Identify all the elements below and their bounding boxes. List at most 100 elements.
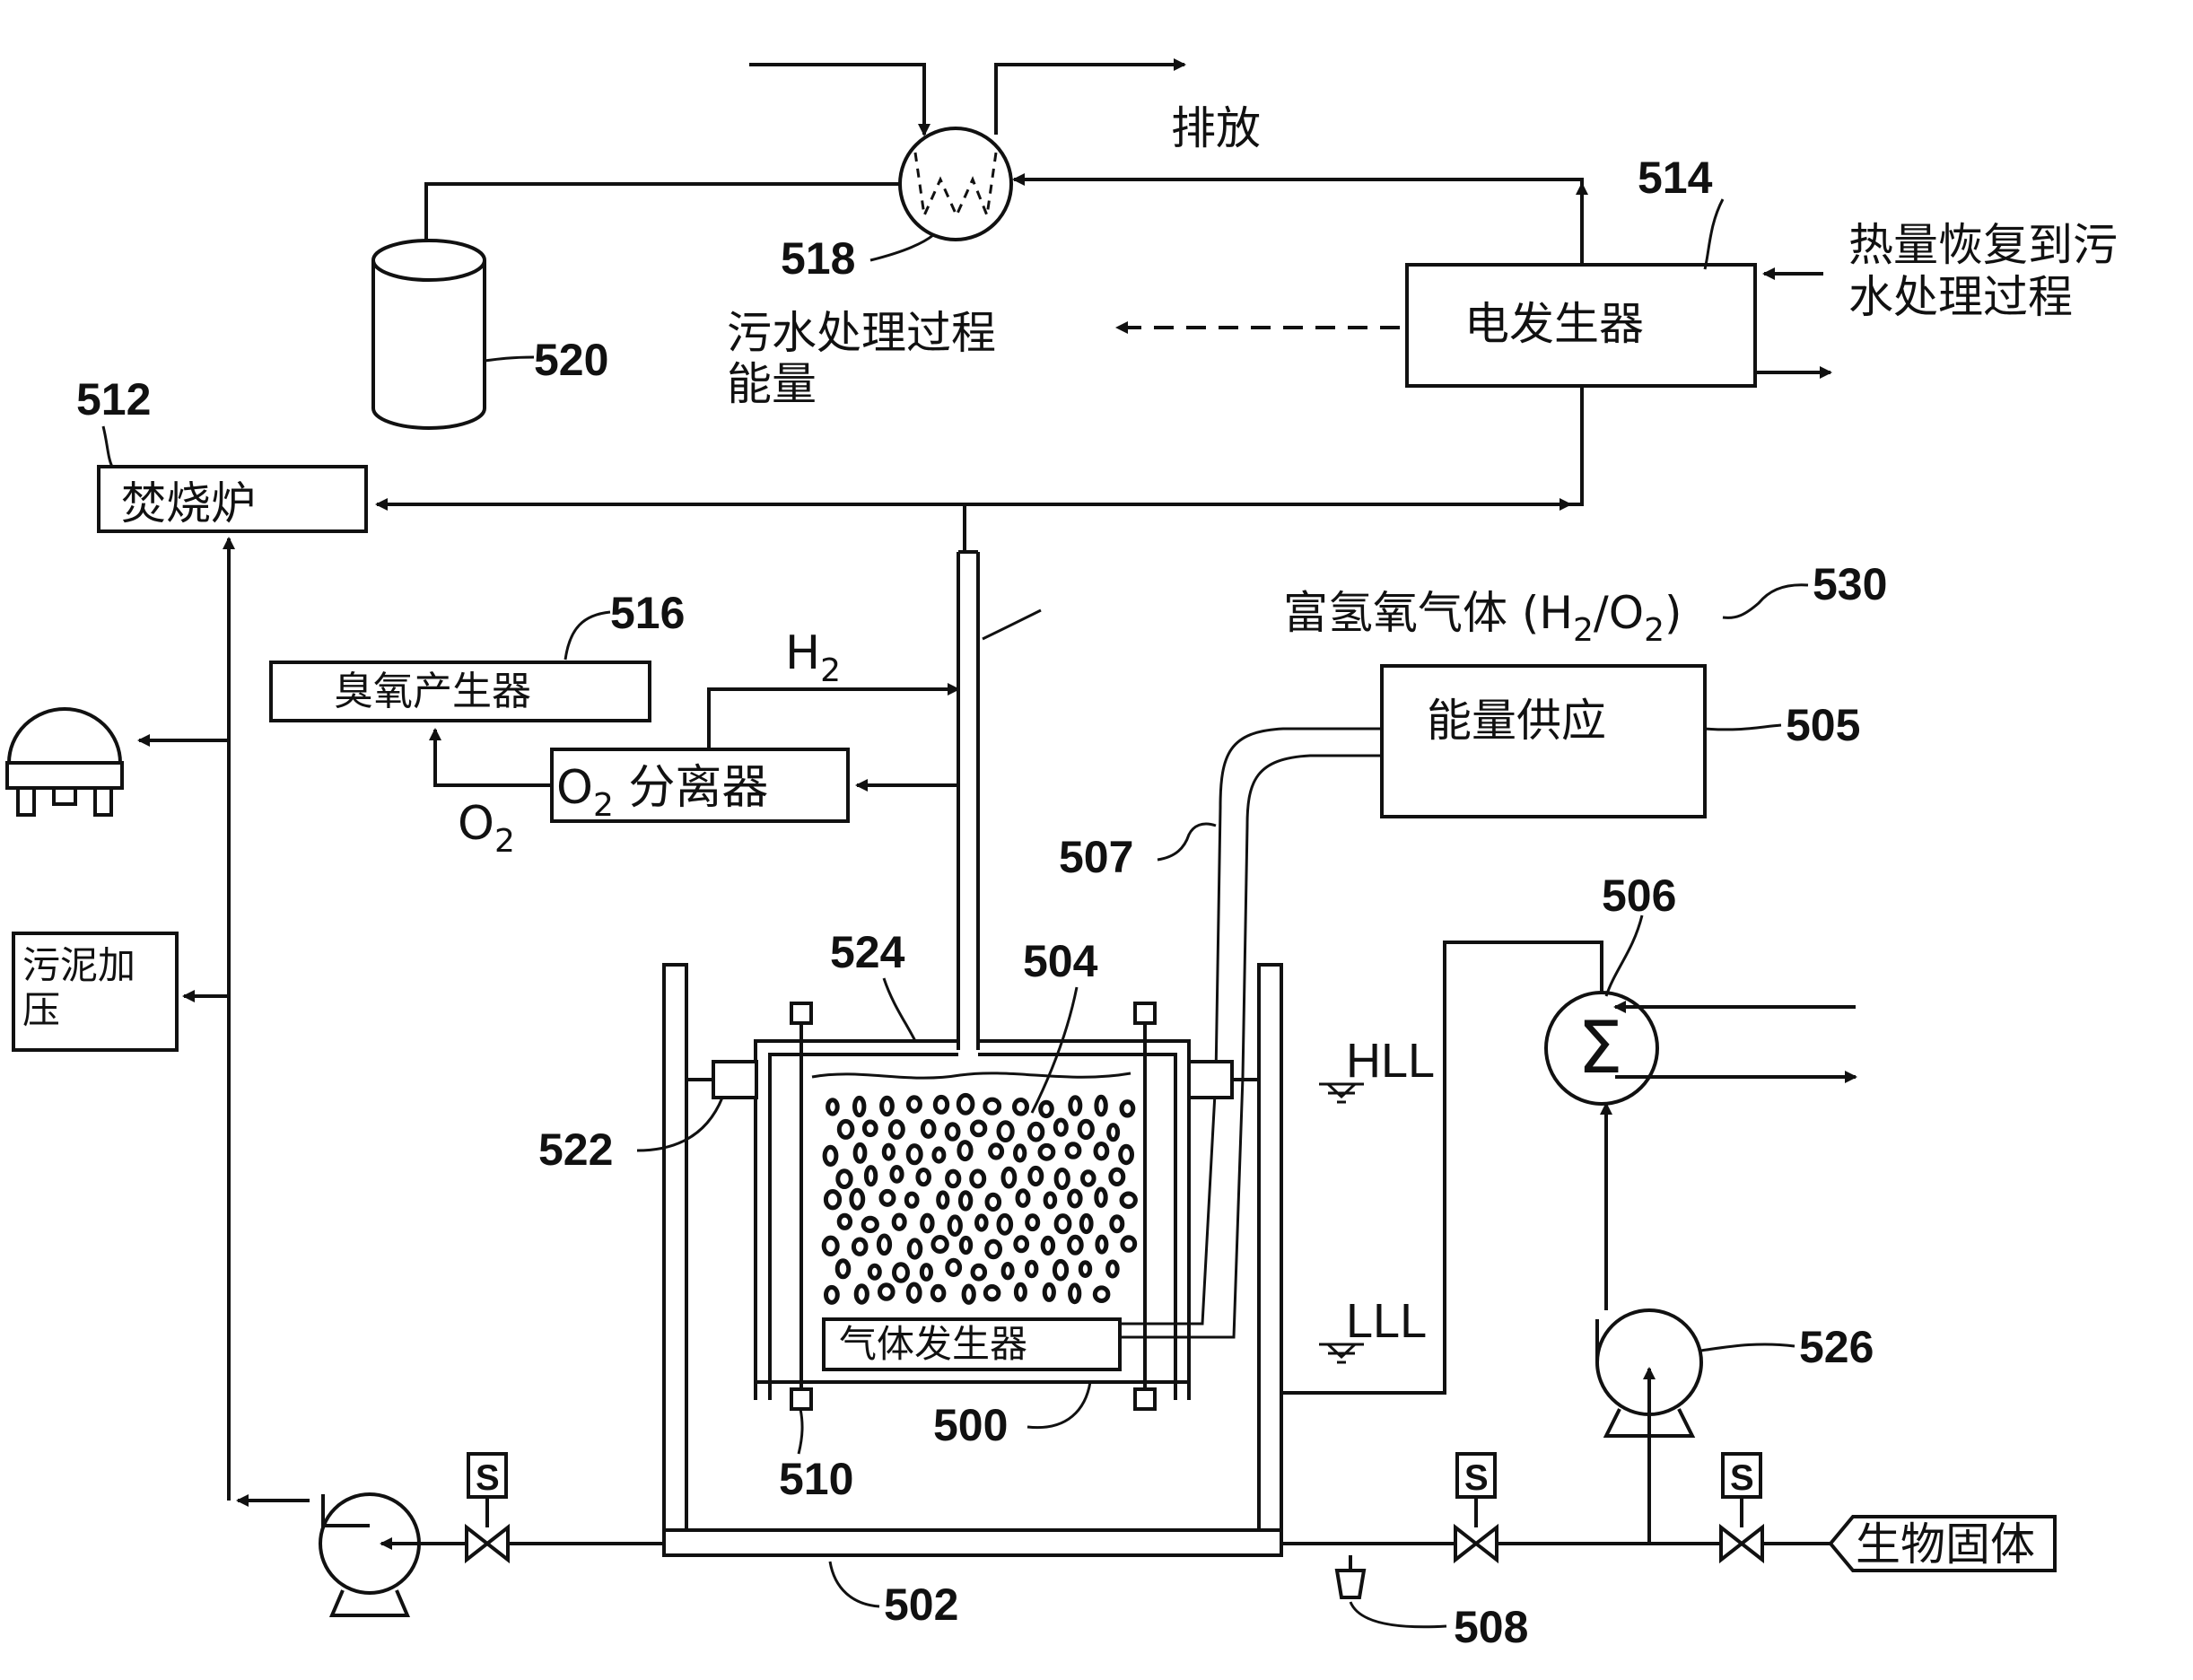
o2-line [429, 728, 552, 787]
ref-510: 510 [779, 1454, 853, 1504]
gas-bubble [1109, 1214, 1125, 1234]
storage-tank-520 [371, 239, 486, 430]
ref-526: 526 [1799, 1322, 1874, 1372]
gas-bubble [931, 1146, 947, 1164]
drain-valve-508 [1334, 1555, 1367, 1599]
gas-bubble [892, 1262, 910, 1283]
svg-text:S: S [1464, 1458, 1489, 1498]
gas-header-to-incinerator [375, 386, 1584, 511]
solenoid-valve-middle: S [1454, 1452, 1498, 1564]
recirculation-return-line [1265, 941, 1603, 1399]
gas-bubble [1067, 1234, 1084, 1256]
gas-bubble [1094, 1094, 1108, 1117]
reactor-riser-pipe [957, 550, 980, 1050]
gas-bubble [836, 1118, 855, 1140]
gas-bubble [1053, 1213, 1072, 1235]
gas-bubble [1040, 1235, 1056, 1256]
gas-bubble [1068, 1282, 1082, 1305]
gas-bubble [863, 1165, 878, 1187]
bubble-field-504 [821, 1092, 1138, 1305]
gas-bubble [930, 1283, 947, 1303]
gas-bubble [824, 1284, 840, 1305]
gas-bubble [919, 1263, 934, 1282]
gas-bubble [920, 1118, 937, 1139]
gas-bubble [1120, 1235, 1138, 1253]
gas-bubble [1000, 1262, 1015, 1281]
gas-bubble [821, 1235, 840, 1257]
line-to-518 [1012, 173, 1584, 265]
ref-500: 500 [933, 1400, 1008, 1450]
sludge-press-box [12, 932, 179, 1052]
electric-generator-label: 电发生器 [1464, 298, 1644, 350]
gas-bubble [1078, 1260, 1093, 1278]
gas-bubble [1012, 1098, 1029, 1116]
gas-bubble [984, 1238, 1002, 1260]
gas-bubble [1053, 1168, 1070, 1190]
gas-bubble [1119, 1191, 1138, 1210]
gas-bubble [905, 1143, 923, 1166]
gas-bubble [823, 1189, 843, 1211]
gas-bubble [835, 1168, 853, 1189]
gas-bubble [879, 1095, 895, 1117]
ref-522: 522 [538, 1124, 613, 1175]
gas-bubble [881, 1142, 896, 1161]
gas-bubble [1053, 1117, 1069, 1137]
gas-bubble [930, 1235, 949, 1254]
biosolids-label: 生物固体 [1856, 1518, 2035, 1571]
heat-recovery-line2: 水处理过程 [1848, 271, 2073, 323]
liquid-surface [811, 1072, 1131, 1080]
lll-label: LLL [1346, 1294, 1427, 1348]
ref-518: 518 [781, 233, 855, 284]
gas-bubble [996, 1120, 1015, 1142]
ref-530: 530 [1813, 559, 1887, 609]
lll-marker [1319, 1343, 1364, 1364]
gas-bubble [983, 1284, 1001, 1302]
gas-bubble [961, 1283, 976, 1305]
ref-512: 512 [76, 374, 151, 424]
gas-bubble [851, 1237, 869, 1256]
gas-bubble [1079, 1212, 1094, 1235]
gas-bubble [957, 1190, 974, 1212]
gas-bubble [996, 1212, 1014, 1236]
gas-bubble [822, 1144, 839, 1168]
discharge-line [994, 58, 1186, 135]
storage-dome [5, 707, 124, 817]
gas-generator-label: 气体发生器 [839, 1322, 1027, 1366]
reactor-vessel-502 [662, 963, 1283, 1557]
o2-label: O2 [458, 797, 515, 860]
gas-bubble [1106, 1123, 1121, 1142]
gas-bubble [849, 1187, 866, 1211]
riser-pointer [982, 608, 1042, 641]
gas-bubble [1043, 1191, 1058, 1210]
incinerator-box [97, 465, 368, 533]
lll-triangle [1326, 1343, 1357, 1360]
heat-recovery-line1: 热量恢复到污 [1848, 219, 2118, 271]
gas-bubble [984, 1192, 1002, 1212]
gas-bubble [936, 1190, 950, 1210]
gas-bubble [957, 1140, 974, 1162]
gas-bubble [834, 1258, 852, 1280]
gas-bubble [945, 1257, 963, 1278]
ozone-generator-box [269, 661, 651, 722]
gas-bubble [915, 1168, 931, 1187]
ref-524: 524 [830, 927, 905, 977]
gas-bubble [1067, 1188, 1083, 1209]
biosolids-input [1828, 1515, 2057, 1572]
energy-supply-label: 能量供应 [1427, 695, 1606, 747]
gas-bubble [1052, 1258, 1070, 1282]
gas-bubble [932, 1094, 950, 1115]
gas-generator-box [822, 1317, 1122, 1371]
gas-bubble [958, 1235, 974, 1256]
gas-bubble [1108, 1167, 1126, 1187]
wastewater-energy-line1: 污水处理过程 [727, 307, 996, 359]
gas-bubble [878, 1282, 896, 1301]
svg-text:S: S [476, 1458, 500, 1498]
gas-bubble [905, 1095, 922, 1114]
gas-bubble [904, 1191, 920, 1209]
ref-516: 516 [610, 588, 685, 638]
gas-bubble [852, 1095, 867, 1118]
discharge-label: 排放 [1171, 102, 1261, 154]
gas-bubble [852, 1142, 868, 1164]
hll-triangle [1326, 1082, 1357, 1099]
solenoid-valve-left: S [465, 1452, 510, 1564]
